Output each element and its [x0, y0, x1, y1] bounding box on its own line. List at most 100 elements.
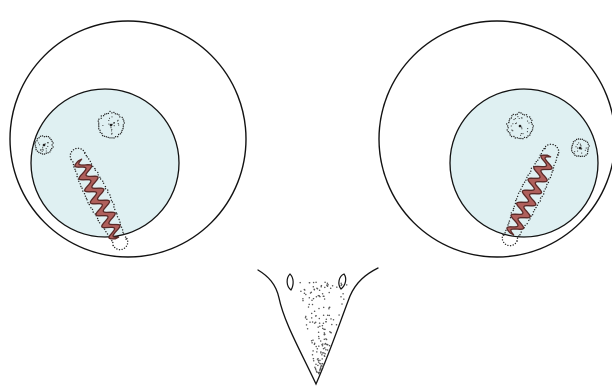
right-large-cell-ring-dot [522, 138, 523, 139]
left-large-cell-ring-dot [98, 120, 99, 121]
left-large-cell-inner-dot [118, 123, 119, 124]
beak-stipple-dot [304, 289, 306, 291]
right-sheath-dot [525, 180, 526, 181]
beak-stipple-dot [324, 353, 326, 355]
right-sheath-dot [504, 232, 505, 233]
left-small-cell-ring-dot [46, 136, 47, 137]
beak-stipple-dot [329, 315, 331, 317]
right-sheath-cap-dot [503, 242, 504, 243]
right-sheath-dot [551, 174, 552, 175]
left-sheath-cap-dot [70, 156, 71, 157]
right-large-cell-ring-dot [508, 122, 509, 123]
beak-stipple-dot [308, 306, 310, 308]
right-sheath-dot [540, 197, 541, 198]
right-sheath-dot [539, 157, 540, 158]
left-sheath-dot [123, 233, 124, 234]
left-large-cell-ring-dot [98, 122, 99, 123]
left-large-cell-ring-dot [106, 136, 107, 137]
left-large-cell-ring-dot [122, 119, 123, 120]
left-sheath-dot [113, 204, 114, 205]
left-sheath-dot [117, 216, 118, 217]
left-sheath-cap-dot [84, 152, 85, 153]
left-sheath-dot [82, 190, 83, 191]
beak-stipple-dot [318, 308, 320, 310]
right-small-cell-ring-dot [571, 148, 572, 149]
beak-stipple-dot [311, 313, 313, 315]
right-sheath-dot [517, 196, 518, 197]
left-sheath-dot [121, 227, 122, 228]
left-large-cell-ring-dot [118, 134, 119, 135]
left-sheath-cap-dot [126, 238, 127, 239]
left-large-cell-inner-dot [111, 129, 112, 130]
beak-stipple-dot [313, 360, 315, 362]
left-sheath-dot [74, 169, 75, 170]
left-small-cell-inner-dot [42, 151, 43, 152]
left-small-cell-ring-dot [37, 138, 38, 139]
left-sheath-dot [102, 181, 103, 182]
left-small-cell-inner-dot [43, 149, 44, 150]
beak-stipple-dot [317, 365, 319, 367]
beak-stipple-dot [322, 325, 324, 327]
right-sheath-dot [519, 234, 520, 235]
beak-stipple-dot [340, 285, 342, 287]
beak-stipple-dot [323, 322, 325, 324]
right-large-cell-ring-dot [530, 118, 531, 119]
right-large-cell-ring-dot [511, 115, 512, 116]
left-large-cell-inner-dot [114, 125, 115, 126]
right-small-cell-ring-dot [576, 139, 577, 140]
beak-stipple-dot [318, 360, 320, 362]
left-large-cell-ring-dot [106, 113, 107, 114]
left-large-cell-inner-dot [109, 118, 110, 119]
right-sheath-dot [513, 210, 514, 211]
left-small-cell-ring-dot [49, 151, 50, 152]
beak-stipple-dot [330, 318, 332, 320]
left-small-cell-ring-dot [46, 153, 47, 154]
left-large-cell-ring-dot [117, 113, 118, 114]
right-large-cell-ring-dot [518, 138, 519, 139]
left-eye [10, 21, 246, 257]
left-sheath-cap-dot [127, 241, 128, 242]
right-large-cell-ring-dot [518, 112, 519, 113]
left-sheath-dot [107, 189, 108, 190]
beak-stipple-dot [304, 292, 306, 294]
left-small-cell-ring-dot [40, 153, 41, 154]
beak-stipple-dot [325, 338, 327, 340]
left-small-cell-ring-dot [35, 147, 36, 148]
beak-stipple-dot [325, 321, 327, 323]
left-sheath-dot [105, 186, 106, 187]
right-small-cell-ring-dot [571, 150, 572, 151]
right-sheath-dot [543, 193, 544, 194]
left-small-cell-ring-dot [37, 151, 38, 152]
right-large-cell-ring-dot [520, 138, 521, 139]
beak-stipple-dot [315, 368, 317, 370]
beak-stipple-dot [310, 292, 312, 294]
beak-stipple-dot [328, 307, 330, 309]
left-large-cell-ring-dot [109, 137, 110, 138]
right-small-cell-ring-dot [587, 153, 588, 154]
left-small-cell-inner-dot [48, 142, 49, 143]
left-sheath-dot [76, 173, 77, 174]
beak-stipple-dot [311, 299, 313, 301]
right-sheath-dot [519, 191, 520, 192]
left-large-cell-ring-dot [101, 133, 102, 134]
right-large-cell-ring-dot [526, 114, 527, 115]
left-sheath-dot [99, 222, 100, 223]
beak-stipple-dot [316, 351, 318, 353]
right-large-cell-inner-dot [512, 123, 513, 124]
beak-stipple-dot [313, 298, 315, 300]
right-large-cell-inner-dot [521, 133, 522, 134]
left-large-cell-ring-dot [115, 136, 116, 137]
right-sheath-dot [521, 231, 522, 232]
right-sheath-dot [556, 157, 557, 158]
right-sheath-dot [518, 193, 519, 194]
beak-stipple-dot [318, 332, 320, 334]
right-small-cell-inner-dot [578, 142, 579, 143]
right-sheath-dot [542, 196, 543, 197]
left-sheath-dot [111, 240, 112, 241]
beak-stipple-dot [324, 347, 326, 349]
beak-stipple-dot [322, 367, 324, 369]
right-sheath-dot [527, 175, 528, 176]
right-sheath-cap-dot [507, 245, 508, 246]
beak-stipple-dot [319, 370, 321, 372]
left-large-cell-ring-dot [99, 130, 100, 131]
